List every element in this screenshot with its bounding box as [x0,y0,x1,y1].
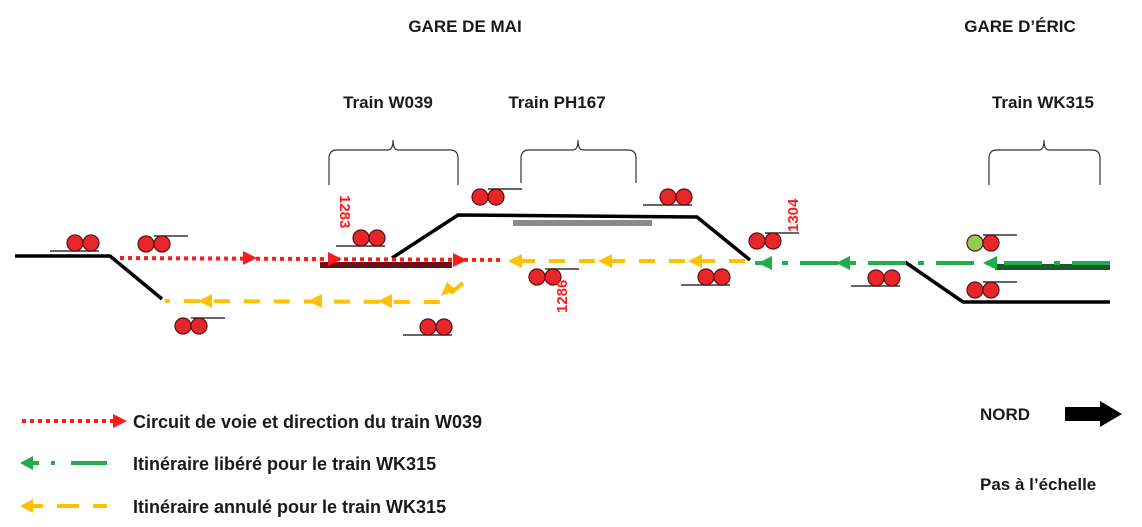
north-label: NORD [980,405,1030,424]
track-west [15,254,164,301]
north-arrow-icon [1065,401,1122,427]
signal-icon [643,188,693,206]
route-arrowhead [328,252,342,266]
legend-red-arrowhead [113,414,127,428]
signal-icon [966,234,1017,252]
brace-w039 [328,139,459,185]
platform-w039-occupied [320,262,452,268]
circuit-1283: 1283 [336,195,353,228]
platform-ph167 [513,220,652,226]
legend-yellow-arrowhead [20,499,33,513]
train-w039-label: Train W039 [343,93,433,112]
legend-green-text: Itinéraire libéré pour le train WK315 [133,454,436,474]
route-arrowhead [836,256,850,270]
platform-wk315 [995,264,1110,270]
signal-icon [748,232,799,250]
train-wk315-label: Train WK315 [992,93,1094,112]
route-arrowhead [758,256,772,270]
circuit-1304: 1304 [785,198,802,232]
signal-icon [336,229,386,247]
signal-icon [681,268,731,286]
legend-green-arrowhead [20,456,33,470]
route-arrowhead [378,294,392,308]
route-arrowhead [308,294,322,308]
signal-icon [137,235,188,253]
route-arrowhead [453,253,467,267]
circuit-1286: 1286 [554,280,571,313]
signal-icon [851,269,901,287]
signal-icon [174,317,225,335]
route-red-w039 [119,256,501,262]
route-arrowhead [688,254,702,268]
route-arrowhead [508,254,522,268]
track-eric [904,260,1110,304]
route-arrowhead [598,254,612,268]
train-ph167-label: Train PH167 [508,93,605,112]
signal-icon [403,318,453,336]
route-arrowhead [983,256,997,270]
station-eric-label: GARE D’ÉRIC [964,17,1075,36]
route-arrowhead [243,251,257,265]
track-loop-mai [391,213,752,262]
route-arrowhead [198,294,212,308]
signal-icon [50,234,100,252]
station-mai-label: GARE DE MAI [408,17,521,36]
route-arrowhead [441,282,456,296]
brace-wk315 [988,139,1101,185]
scale-note: Pas à l’échelle [980,475,1096,494]
brace-ph167 [520,139,637,183]
legend-yellow-text: Itinéraire annulé pour le train WK315 [133,497,446,517]
signal-icon [471,188,522,206]
legend-red-text: Circuit de voie et direction du train W0… [133,412,482,432]
signal-icon [528,268,579,286]
signal-icon [966,281,1017,299]
route-yellow-cancelled-branch [164,281,465,305]
